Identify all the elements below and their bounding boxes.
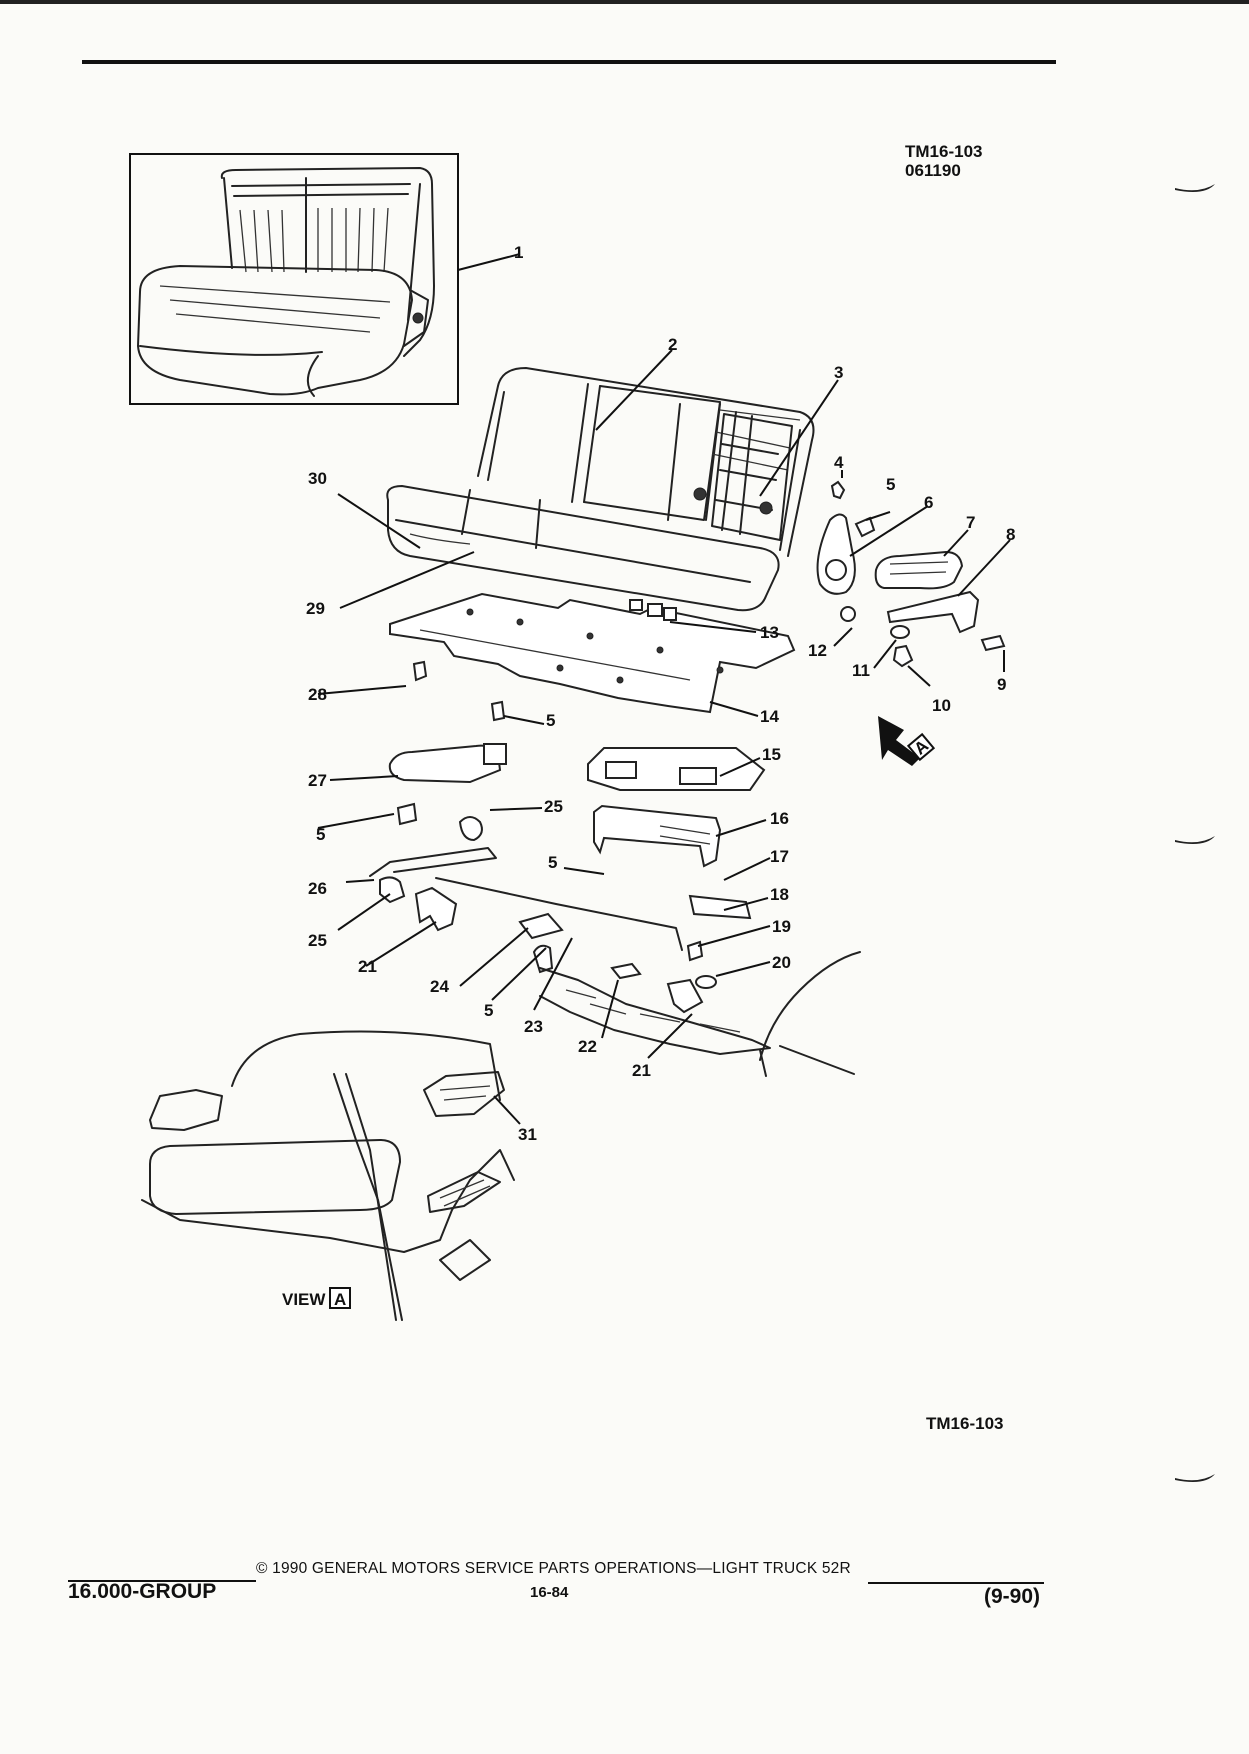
- callout-9: 9: [997, 675, 1006, 694]
- callout-19: 19: [772, 917, 791, 936]
- callout-5-b: 5: [316, 825, 325, 844]
- view-a-cab-inset: [141, 1030, 515, 1321]
- callout-21-right: 21: [632, 1061, 651, 1080]
- binder-mark-icon: [1175, 1474, 1215, 1482]
- callout-2: 2: [668, 335, 677, 354]
- callout-17: 17: [770, 847, 789, 866]
- callout-12: 12: [808, 641, 827, 660]
- figure-code: TM16-103: [905, 142, 983, 161]
- callout-16: 16: [770, 809, 789, 828]
- callout-30: 30: [308, 469, 327, 488]
- callout-11: 11: [852, 661, 870, 680]
- callout-numbers: 1 2 3 4 5 6 7 8 9 10 11 12 13 14 15 16 1…: [282, 243, 1015, 1309]
- footer-group: 16.000-GROUP: [68, 1580, 217, 1603]
- callout-6: 6: [924, 493, 933, 512]
- callout-23: 23: [524, 1017, 543, 1036]
- view-label-letter: A: [334, 1290, 346, 1309]
- footer-revision: (9-90): [984, 1585, 1041, 1608]
- footer-right-rule: [868, 1582, 1044, 1584]
- inset-seat-assembly: [129, 153, 459, 405]
- callout-21-left: 21: [358, 957, 377, 976]
- callout-29: 29: [306, 599, 325, 618]
- callout-14: 14: [760, 707, 779, 726]
- callout-26: 26: [308, 879, 327, 898]
- footer-copyright: © 1990 GENERAL MOTORS SERVICE PARTS OPER…: [256, 1560, 851, 1577]
- callout-13: 13: [760, 623, 779, 642]
- figure-date: 061190: [905, 161, 961, 180]
- top-edge-band: [0, 0, 1249, 4]
- seat-pan: [389, 592, 796, 714]
- callout-28: 28: [308, 685, 327, 704]
- callout-22: 22: [578, 1037, 597, 1056]
- view-a-arrow: A: [878, 716, 936, 766]
- seat-track-parts: [369, 743, 766, 1014]
- footer-page-number: 16-84: [530, 1584, 569, 1601]
- callout-18: 18: [770, 885, 789, 904]
- seat-frame-and-cushion: [386, 367, 815, 612]
- callout-25-lower: 25: [308, 931, 327, 950]
- header-rule: [82, 60, 1056, 64]
- callout-5-top: 5: [886, 475, 895, 494]
- callout-10: 10: [932, 696, 951, 715]
- footer-left-rule: [68, 1580, 256, 1582]
- callout-5-c: 5: [548, 853, 557, 872]
- figure-reference-bottom: TM16-103: [926, 1414, 1004, 1433]
- callout-25-upper: 25: [544, 797, 563, 816]
- view-label-text: VIEW: [282, 1290, 326, 1309]
- callout-5-d: 5: [484, 1001, 493, 1020]
- floor-section: [539, 951, 861, 1077]
- hardware-parts: [412, 480, 1006, 722]
- callout-5-a: 5: [546, 711, 555, 730]
- binder-mark-icon: [1175, 184, 1215, 192]
- callout-3: 3: [834, 363, 843, 382]
- callout-15: 15: [762, 745, 781, 764]
- callout-20: 20: [772, 953, 791, 972]
- callout-27: 27: [308, 771, 327, 790]
- binder-mark-icon: [1175, 836, 1215, 844]
- callout-7: 7: [966, 513, 975, 532]
- callout-4: 4: [834, 453, 844, 472]
- leader-lines: [317, 349, 1011, 1125]
- callout-1: 1: [514, 243, 523, 262]
- callout-24: 24: [430, 977, 449, 996]
- figure-reference: TM16-103 061190: [905, 142, 982, 180]
- callout-8: 8: [1006, 525, 1015, 544]
- callout-31: 31: [518, 1125, 537, 1144]
